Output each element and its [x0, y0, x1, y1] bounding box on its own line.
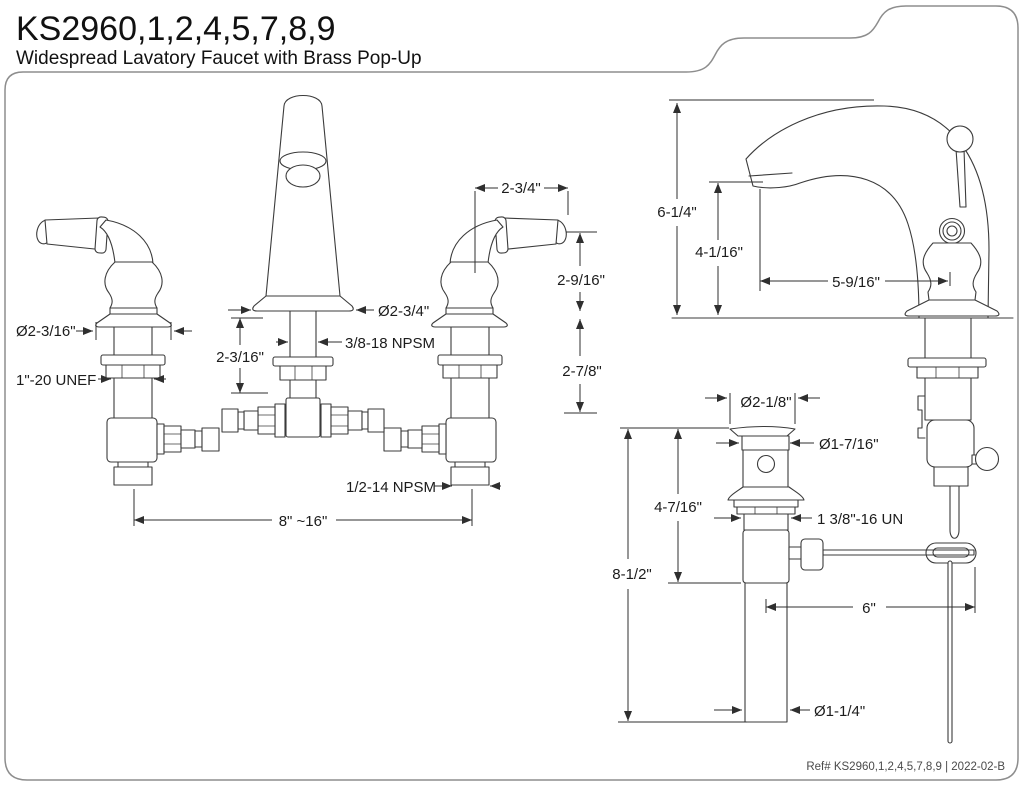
- dim-tail-dia: Ø1-1/4": [714, 703, 865, 720]
- side-handle-ball: [946, 125, 974, 153]
- front-spout: [221, 95, 385, 438]
- dim-label-drain-thread: 1 3/8"-16 UN: [817, 511, 903, 528]
- front-view: Ø2-3/16" 1"-20 UNEF 2-3/16" 3/8-18 NPSM …: [16, 95, 605, 530]
- dim-label-handle-height: 2-9/16": [557, 272, 605, 289]
- dim-label-outlet-thread: 1/2-14 NPSM: [346, 479, 436, 496]
- dim-label-spout-shank-exposed: 2-3/16": [216, 349, 264, 366]
- front-left-handle: [33, 216, 220, 486]
- dim-label-outlet-height: 4-1/16": [695, 244, 743, 261]
- dim-label-escutcheon-dia: Ø2-3/16": [16, 323, 76, 340]
- dim-label-body-dia: Ø1-7/16": [819, 436, 879, 453]
- dim-handle-height: 2-9/16": [557, 231, 605, 311]
- page-subtitle: Widespread Lavatory Faucet with Brass Po…: [16, 48, 422, 69]
- dim-shank-thread: 1"-20 UNEF: [16, 372, 166, 389]
- dim-label-spout-base-dia: Ø2-3/4": [378, 303, 429, 320]
- lift-rod: [949, 485, 960, 539]
- dim-outlet-thread: 1/2-14 NPSM: [346, 479, 501, 496]
- dim-rod-length: 6": [765, 567, 976, 617]
- dim-spread: 8" ~16": [133, 489, 473, 530]
- dim-handle-width: 2-3/4": [474, 180, 569, 273]
- dim-label-handle-width: 2-3/4": [501, 180, 541, 197]
- lift-rod-lower: [947, 560, 953, 744]
- drain-assembly: Ø2-1/8" Ø1-7/16" 4-7/16" 1 3/8"-16 UN 8-…: [612, 393, 976, 723]
- dim-label-overall-height: 8-1/2": [612, 566, 652, 583]
- dim-flange-dia: Ø2-1/8": [705, 393, 820, 424]
- side-bell: [922, 242, 982, 301]
- side-view: 6-1/4" 4-1/16" 5-9/16": [657, 99, 1014, 744]
- dim-label-shank-length: 2-7/8": [562, 363, 602, 380]
- drawing-border: [4, 5, 1019, 781]
- dim-label-shank-thread: 1"-20 UNEF: [16, 372, 96, 389]
- dim-spout-shank-thread: 3/8-18 NPSM: [276, 335, 435, 352]
- dim-drain-height: 4-7/16": [654, 429, 741, 584]
- dim-spout-height: 6-1/4": [657, 99, 874, 315]
- dim-label-flange-dia: Ø2-1/8": [740, 394, 791, 411]
- dim-outlet-height: 4-1/16": [695, 181, 763, 315]
- dim-reach: 5-9/16": [759, 189, 951, 291]
- dim-label-rod-length: 6": [862, 600, 876, 617]
- dim-overall-height: 8-1/2": [612, 427, 747, 723]
- dim-body-dia: Ø1-7/16": [716, 436, 879, 453]
- dim-spout-shank-exposed: 2-3/16": [216, 317, 268, 394]
- dim-label-reach: 5-9/16": [832, 274, 880, 291]
- dim-drain-thread: 1 3/8"-16 UN: [714, 511, 903, 528]
- pivot-rod: [822, 549, 975, 556]
- dim-label-tail-dia: Ø1-1/4": [814, 703, 865, 720]
- ref-number: Ref# KS2960,1,2,4,5,7,8,9 | 2022-02-B: [806, 761, 1005, 773]
- dim-label-spout-shank-thread: 3/8-18 NPSM: [345, 335, 435, 352]
- page-title: KS2960,1,2,4,5,7,8,9: [16, 10, 335, 48]
- dim-label-drain-height: 4-7/16": [654, 499, 702, 516]
- dim-label-spread: 8" ~16": [279, 513, 328, 530]
- dim-label-spout-height: 6-1/4": [657, 204, 697, 221]
- dim-escutcheon-dia: Ø2-3/16": [16, 322, 192, 340]
- side-escutcheon: [904, 299, 1000, 317]
- dim-shank-length: 2-7/8": [562, 319, 602, 414]
- dim-spout-base-dia: Ø2-3/4": [228, 303, 429, 320]
